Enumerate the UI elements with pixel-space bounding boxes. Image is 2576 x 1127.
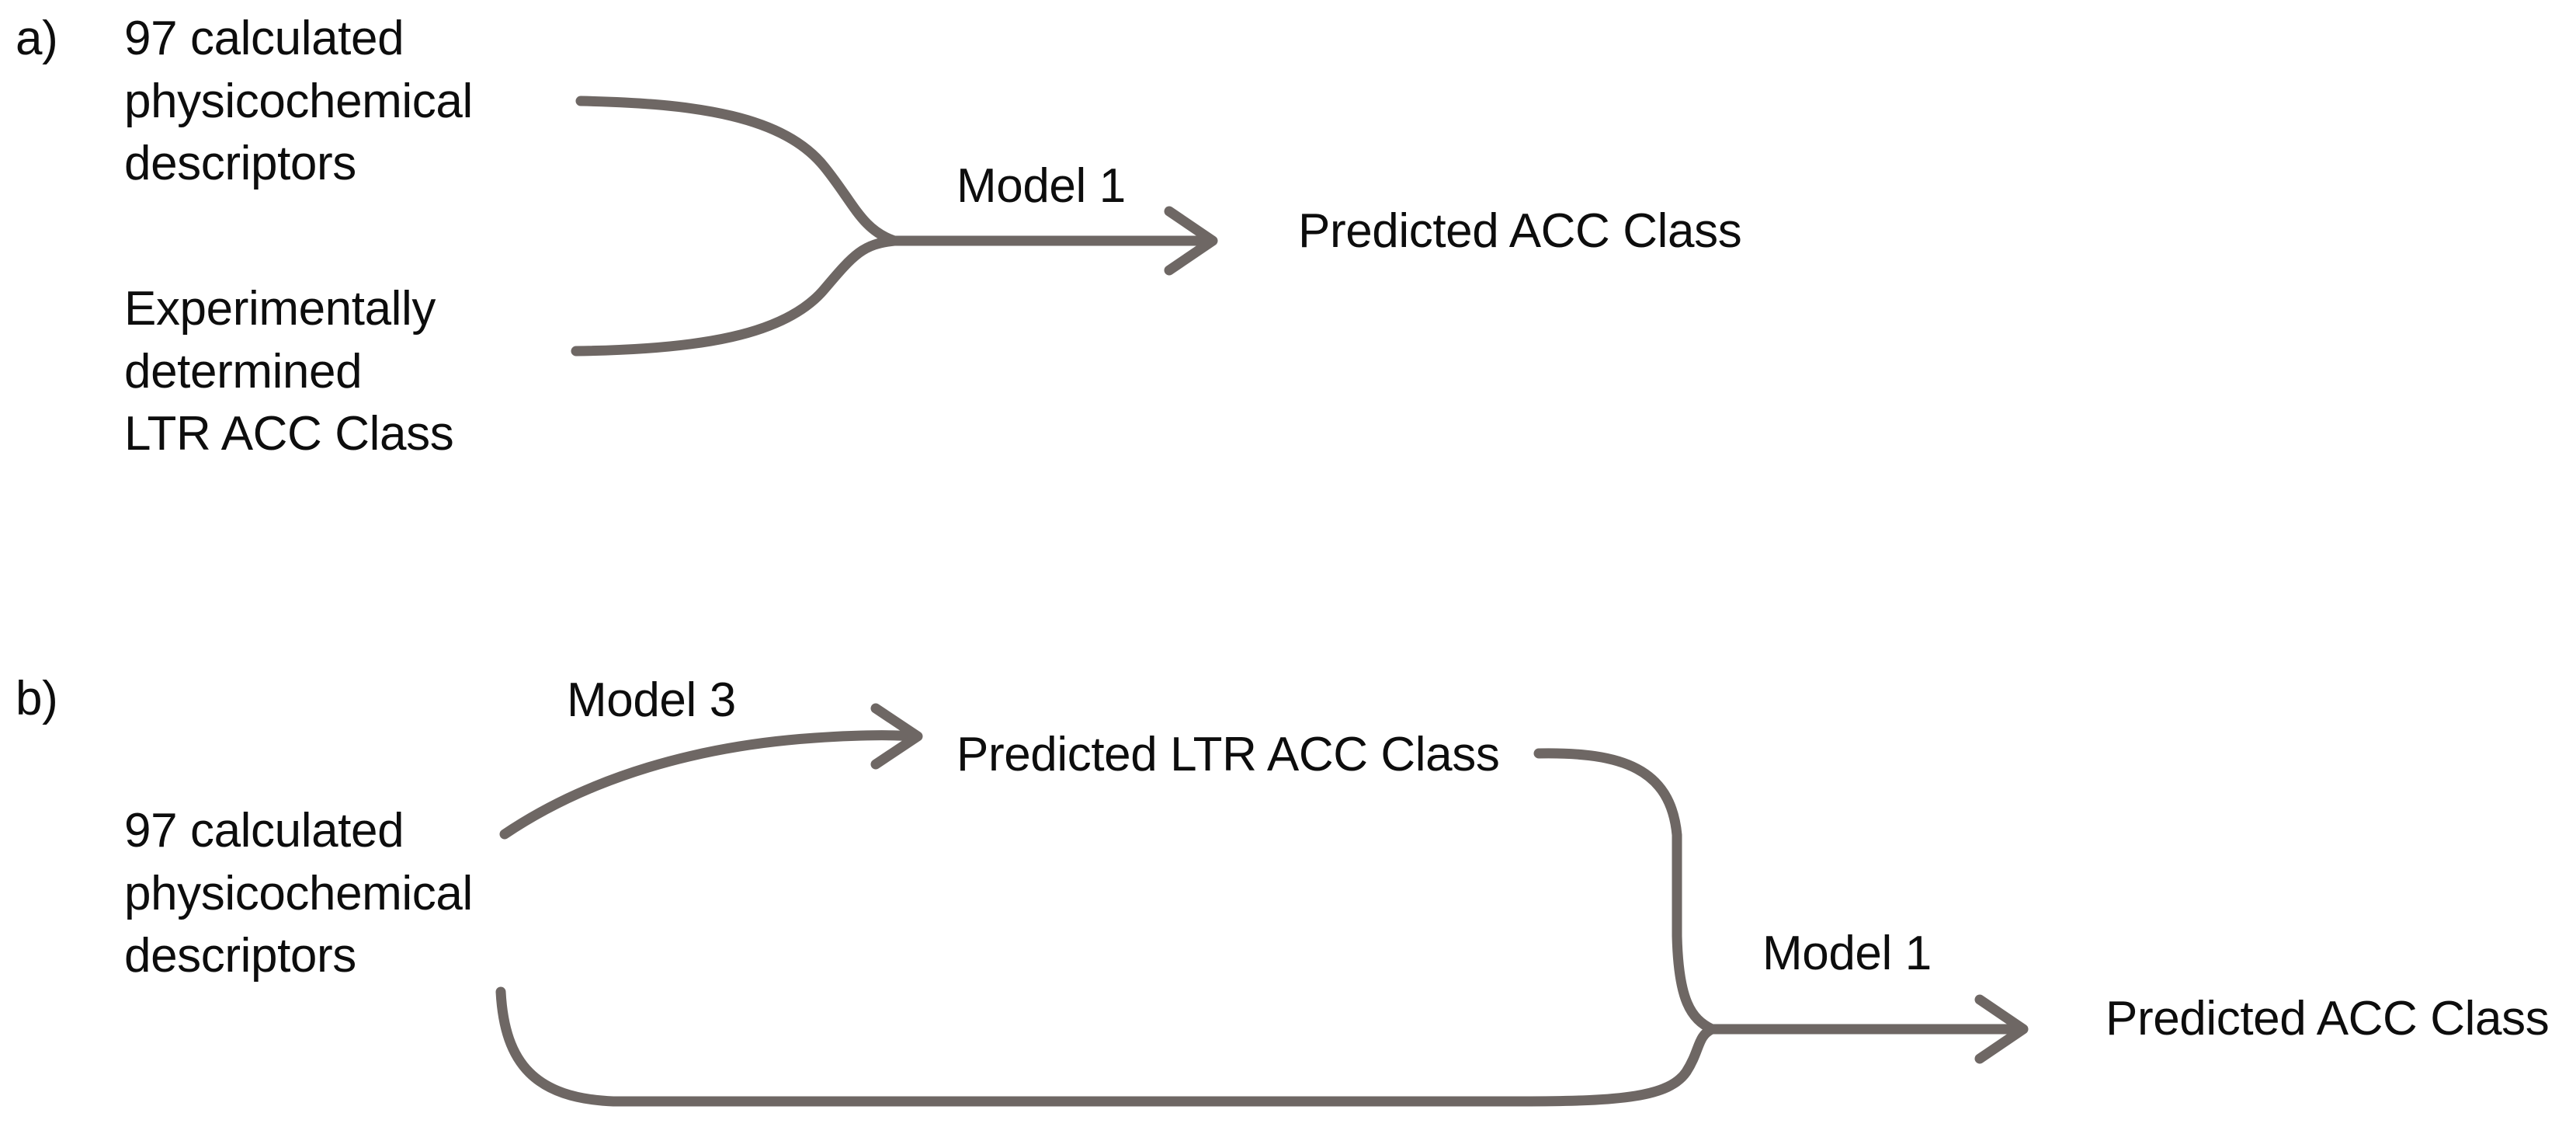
- panel-b-output-label: Predicted ACC Class: [2106, 992, 2550, 1045]
- panel-a-top-branch-path: [575, 96, 900, 246]
- panel-b-model3-curve: [499, 730, 918, 840]
- panel-a-letter: a): [16, 12, 58, 65]
- panel-b-model3-arrowhead-icon: [870, 703, 923, 770]
- panel-b-input-descriptors-label: 97 calculated physicochemical descriptor…: [124, 804, 473, 983]
- panel-a-input-experimental-label: Experimentally determined LTR ACC Class: [124, 282, 454, 461]
- panel-b-model1-label: Model 1: [1762, 927, 1932, 980]
- panel-a-bottom-branch-path: [571, 235, 900, 357]
- panel-b-model3-label: Model 3: [567, 673, 736, 727]
- panel-a-output-label: Predicted ACC Class: [1298, 204, 1742, 258]
- panel-b-feedback-down-curve: [1533, 748, 1717, 1035]
- panel-a-model1-label: Model 1: [956, 159, 1126, 213]
- panel-a-arrowhead-icon: [1164, 206, 1218, 276]
- panel-a-input-descriptors-label: 97 calculated physicochemical descriptor…: [124, 12, 473, 191]
- panel-b-intermediate-output-label: Predicted LTR ACC Class: [956, 728, 1500, 781]
- panel-b-bottom-loop-curve: [495, 986, 1717, 1107]
- panel-b-letter: b): [16, 672, 58, 725]
- panel-b-arrowhead-icon: [1974, 994, 2029, 1064]
